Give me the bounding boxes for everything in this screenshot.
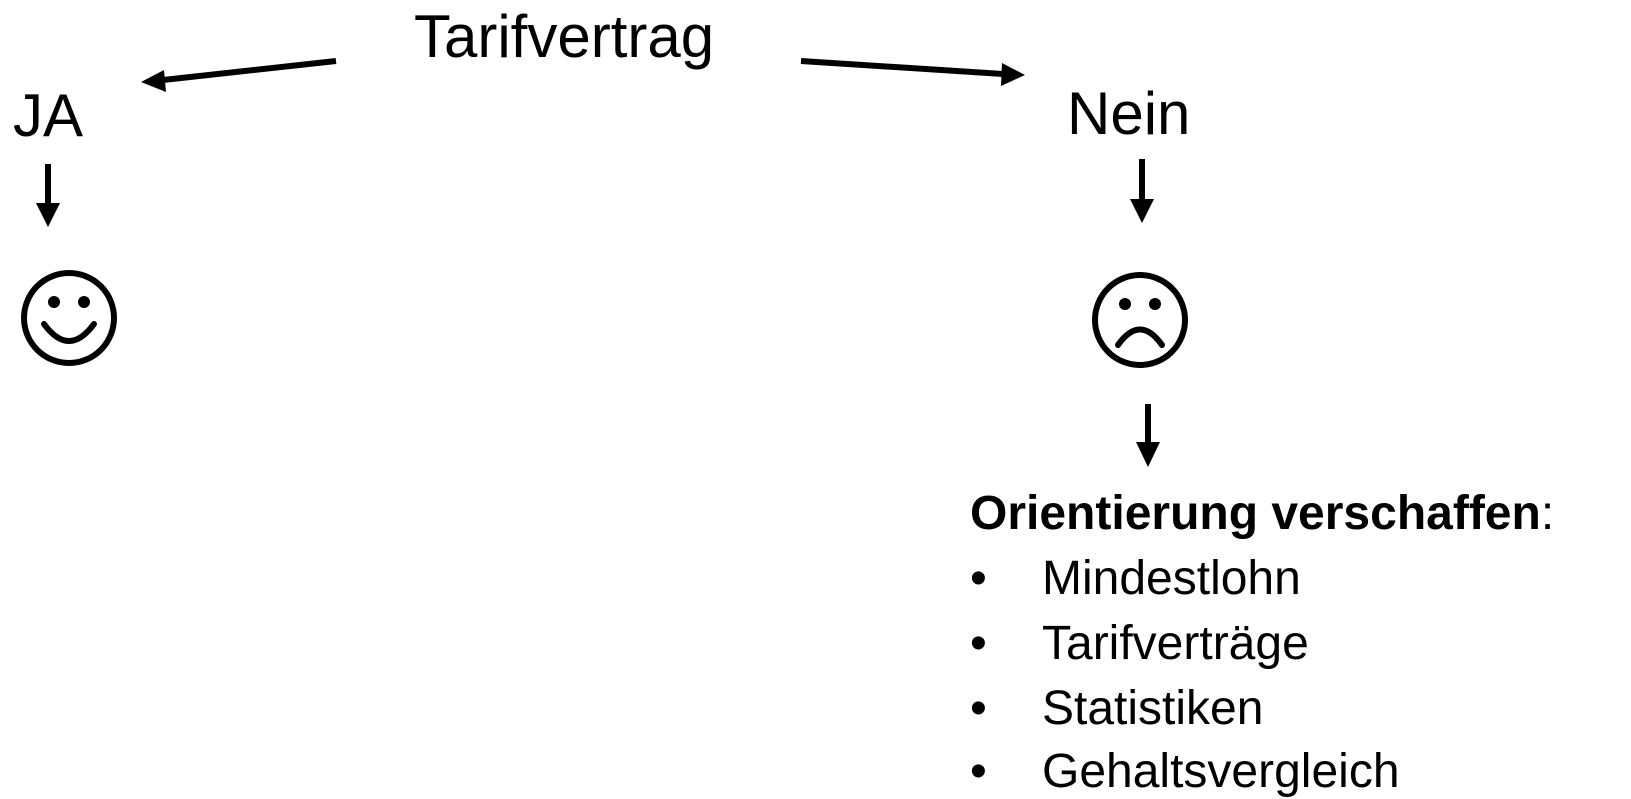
decision-title: Tarifvertrag — [414, 3, 715, 70]
arrow-title-to-nein — [800, 58, 1025, 86]
branch-no-label: Nein — [1067, 80, 1191, 147]
bullet-icon: • — [970, 745, 987, 798]
arrow-frown-down — [1136, 404, 1160, 467]
bullet-icon: • — [970, 617, 987, 670]
arrow-ja-down — [36, 164, 60, 227]
list-item-text: Statistiken — [1042, 682, 1264, 735]
list-item-text: Gehaltsvergleich — [1042, 745, 1400, 798]
orientation-heading-colon: : — [1540, 487, 1555, 540]
bullet-icon: • — [970, 552, 987, 605]
bullet-icon: • — [970, 682, 987, 735]
list-item-text: Mindestlohn — [1042, 552, 1301, 605]
orientation-heading: Orientierung verschaffen: — [970, 490, 1554, 538]
arrow-nein-down — [1130, 159, 1154, 223]
branch-yes-label: JA — [13, 82, 84, 149]
list-item-text: Tarifverträge — [1042, 617, 1309, 670]
frowning-face-icon — [1092, 272, 1188, 368]
orientation-heading-text: Orientierung verschaffen — [970, 487, 1541, 540]
smiling-face-icon — [21, 270, 117, 366]
arrow-title-to-ja — [141, 58, 337, 92]
